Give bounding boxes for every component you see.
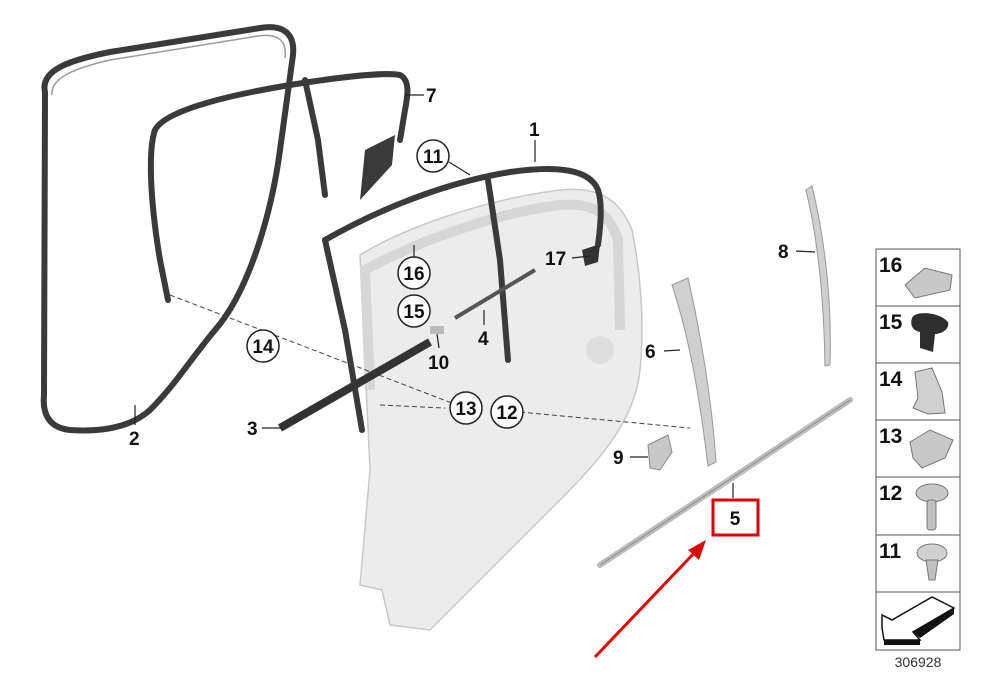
window-seal-1-post (485, 177, 511, 363)
callout-4[interactable]: 4 (478, 329, 489, 350)
svg-text:12: 12 (879, 482, 902, 505)
strip-3[interactable] (278, 338, 432, 432)
svg-text:10: 10 (428, 353, 449, 374)
svg-text:1: 1 (529, 120, 540, 141)
svg-text:11: 11 (423, 147, 444, 168)
window-seal-1-front (322, 237, 365, 433)
svg-text:14: 14 (252, 337, 274, 358)
callout-3[interactable]: 3 (247, 419, 258, 440)
svg-text:17: 17 (545, 249, 566, 270)
callout-8[interactable]: 8 (778, 242, 789, 263)
parts-legend: 16 15 14 13 12 11 (875, 248, 961, 651)
svg-text:14: 14 (879, 368, 903, 391)
legend-item-12[interactable]: 12 (879, 482, 949, 531)
window-seal-1[interactable] (322, 166, 604, 248)
callout-15[interactable]: 15 (397, 294, 431, 328)
legend-item-16[interactable]: 16 (879, 254, 953, 299)
svg-text:11: 11 (879, 540, 902, 563)
svg-text:4: 4 (478, 329, 489, 350)
callout-11[interactable]: 11 (416, 139, 450, 173)
svg-text:6: 6 (645, 342, 656, 363)
cage-nut-icon (909, 429, 954, 469)
svg-text:9: 9 (613, 448, 624, 469)
screw-icon (915, 483, 949, 531)
svg-text:12: 12 (496, 403, 517, 424)
svg-text:15: 15 (879, 311, 903, 334)
spring-nut-icon (912, 367, 946, 415)
window-channel-7[interactable] (147, 71, 411, 303)
svg-text:8: 8 (778, 242, 789, 263)
diagram-number: 306928 (895, 654, 942, 670)
door-handle-recess (586, 336, 614, 364)
callout-7[interactable]: 7 (426, 86, 437, 107)
window-channel-7-post (302, 77, 328, 198)
svg-text:2: 2 (129, 429, 140, 450)
svg-text:16: 16 (879, 254, 902, 277)
callout-5-highlighted[interactable]: 5 (711, 498, 760, 537)
legend-item-14[interactable]: 14 (879, 367, 946, 415)
short-screw-icon (916, 543, 948, 581)
callout-9[interactable]: 9 (613, 448, 624, 469)
callout-17[interactable]: 17 (545, 249, 566, 270)
callout-13[interactable]: 13 (449, 391, 483, 425)
svg-text:13: 13 (455, 399, 476, 420)
strip-4[interactable] (453, 268, 537, 320)
arrow-down-left-icon (881, 596, 956, 645)
callout-10[interactable]: 10 (428, 353, 449, 374)
callout-1[interactable]: 1 (529, 120, 540, 141)
svg-text:5: 5 (730, 509, 741, 530)
trim-6[interactable] (671, 277, 717, 467)
svg-text:7: 7 (426, 86, 437, 107)
bracket-9[interactable] (647, 434, 673, 471)
callout-14[interactable]: 14 (246, 329, 280, 363)
svg-text:16: 16 (403, 264, 424, 285)
legend-item-15[interactable]: 15 (879, 311, 949, 352)
door-frame-window (359, 199, 625, 391)
plug-icon (911, 313, 949, 352)
window-channel-7-corner (360, 135, 395, 200)
svg-text:15: 15 (403, 302, 425, 323)
callout-6[interactable]: 6 (645, 342, 656, 363)
callout-12[interactable]: 12 (490, 395, 524, 429)
svg-text:3: 3 (247, 419, 258, 440)
legend-item-13[interactable]: 13 (879, 425, 954, 469)
svg-text:13: 13 (879, 425, 902, 448)
callout-16[interactable]: 16 (397, 256, 431, 290)
clip-10 (430, 326, 444, 334)
cover-17[interactable] (582, 244, 600, 266)
door-seal-2[interactable] (40, 24, 297, 434)
legend-item-11[interactable]: 11 (879, 540, 948, 581)
red-arrow-icon (593, 540, 706, 659)
callout-2[interactable]: 2 (129, 429, 140, 450)
clip-icon (904, 267, 953, 299)
trim-8[interactable] (805, 185, 831, 367)
